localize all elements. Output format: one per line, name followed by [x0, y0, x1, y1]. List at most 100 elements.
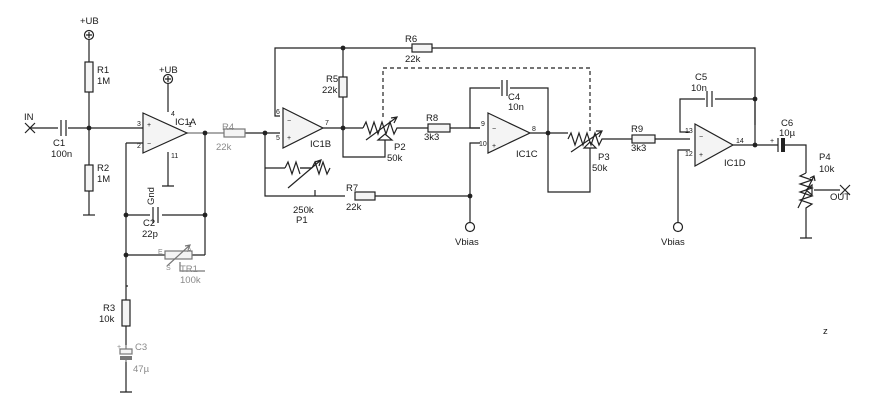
pin-label: 8 [532, 126, 536, 133]
polarity-mark: + [770, 138, 774, 145]
component-value: 22k [216, 142, 232, 153]
component-ref: R5 [326, 74, 338, 85]
component-ref: C2 [143, 218, 155, 229]
trimmer-pin: E [158, 249, 163, 256]
svg-text:+: + [147, 122, 151, 129]
capacitor-c3: + C3 47µ [117, 342, 150, 375]
polarity-mark: + [117, 344, 121, 351]
potentiometer-p3: P3 50k [567, 130, 610, 174]
component-value: 100n [51, 149, 72, 160]
resistor-r9: R9 3k3 [631, 124, 656, 154]
pin-label: 11 [171, 153, 178, 160]
component-ref: R9 [631, 124, 643, 135]
opamp-ref: IC1D [724, 158, 746, 169]
component-value: 50k [592, 163, 608, 174]
vbias-label: Vbias [455, 237, 479, 248]
capacitor-c2: C2 22p [142, 207, 159, 240]
output-label: OUT [830, 192, 850, 203]
potentiometer-p4: P4 10k [797, 152, 835, 212]
trimmer-pin: A [187, 247, 192, 254]
resistor-r4: R4 22k [216, 122, 246, 153]
component-value: 3k3 [631, 143, 646, 154]
stray-mark: z [823, 326, 828, 337]
component-ref: C1 [53, 138, 65, 149]
pin-label: 4 [171, 111, 175, 118]
potentiometer-p2: P2 50k [362, 116, 406, 164]
resistor-r2: R2 1M [84, 163, 110, 192]
component-value: 1M [97, 76, 110, 87]
component-ref: P3 [598, 152, 610, 163]
component-ref: R1 [97, 65, 109, 76]
component-ref: TR1 [180, 264, 198, 275]
gnd-label: Gnd [146, 187, 157, 205]
supply-label: +UB [80, 16, 99, 27]
svg-text:+: + [287, 135, 291, 142]
vbias-terminal-1: Vbias [455, 221, 479, 248]
opamp-ref: IC1A [175, 117, 197, 128]
output-terminal: OUT [830, 184, 851, 203]
opamp-ref: IC1B [310, 139, 331, 150]
capacitor-c6: + C6 10µ [770, 118, 796, 152]
component-value: 250k [293, 205, 314, 216]
vbias-label: Vbias [661, 237, 685, 248]
component-ref: R6 [405, 34, 417, 45]
opamp-ic1c: − + 9 10 8 IC1C [479, 112, 538, 160]
component-ref: R8 [426, 113, 438, 124]
component-value: 100k [180, 275, 201, 286]
potentiometer-p1: 250k P1 [284, 159, 331, 226]
component-value: 10k [819, 164, 835, 175]
opamp-ic1b: − + 6 5 7 IC1B [276, 107, 331, 150]
component-ref: R7 [346, 183, 358, 194]
resistor-r7: R7 22k [346, 183, 376, 213]
opamp-ic1d: − + 13 12 14 IC1D [685, 122, 746, 169]
component-ref: P1 [296, 215, 308, 226]
supply-label: +UB [159, 65, 178, 76]
component-value: 22k [322, 85, 338, 96]
component-ref: R2 [97, 163, 109, 174]
component-value: 10µ [779, 128, 796, 139]
capacitor-c5: C5 10n [691, 72, 713, 107]
component-ref: C4 [508, 92, 520, 103]
component-ref: R3 [103, 303, 115, 314]
component-value: 10k [99, 314, 115, 325]
input-label: IN [24, 112, 34, 123]
input-terminal: IN [24, 112, 36, 134]
resistor-r1: R1 1M [84, 61, 110, 93]
svg-text:+: + [699, 152, 703, 159]
component-ref: C3 [135, 342, 147, 353]
resistor-r3: R3 10k [99, 299, 131, 327]
component-value: 22k [346, 202, 362, 213]
pin-label: 1 [188, 122, 192, 129]
capacitor-c1: C1 100n [51, 120, 72, 160]
resistor-r5: R5 22k [322, 74, 348, 98]
resistor-r6: R6 22k [405, 34, 433, 65]
pin-label: 13 [685, 128, 693, 135]
component-ref: R4 [222, 122, 234, 133]
component-ref: C6 [781, 118, 793, 129]
pin-label: 9 [481, 121, 485, 128]
supply-ub-2: +UB [159, 65, 178, 85]
pin-label: 12 [685, 151, 693, 158]
pin-label: 10 [479, 141, 487, 148]
resistor-r8: R8 3k3 [424, 113, 451, 143]
svg-text:+: + [492, 143, 496, 150]
component-value: 1M [97, 174, 110, 185]
svg-text:−: − [287, 118, 291, 125]
pin-label: 3 [137, 121, 141, 128]
trimmer-pin: S [166, 265, 171, 272]
pin-label: 2 [137, 143, 141, 150]
component-ref: P4 [819, 152, 831, 163]
supply-ub-1: +UB [80, 16, 99, 41]
pin-label: 6 [276, 109, 280, 116]
component-value: 22p [142, 229, 158, 240]
wires [30, 40, 840, 393]
svg-text:−: − [699, 134, 703, 141]
component-value: 3k3 [424, 132, 439, 143]
component-value: 10n [508, 102, 524, 113]
pin-label: 14 [736, 138, 744, 145]
component-ref: P2 [394, 142, 406, 153]
opamp-ref: IC1C [516, 149, 538, 160]
pin-label: 5 [276, 135, 280, 142]
component-value: 22k [405, 54, 421, 65]
